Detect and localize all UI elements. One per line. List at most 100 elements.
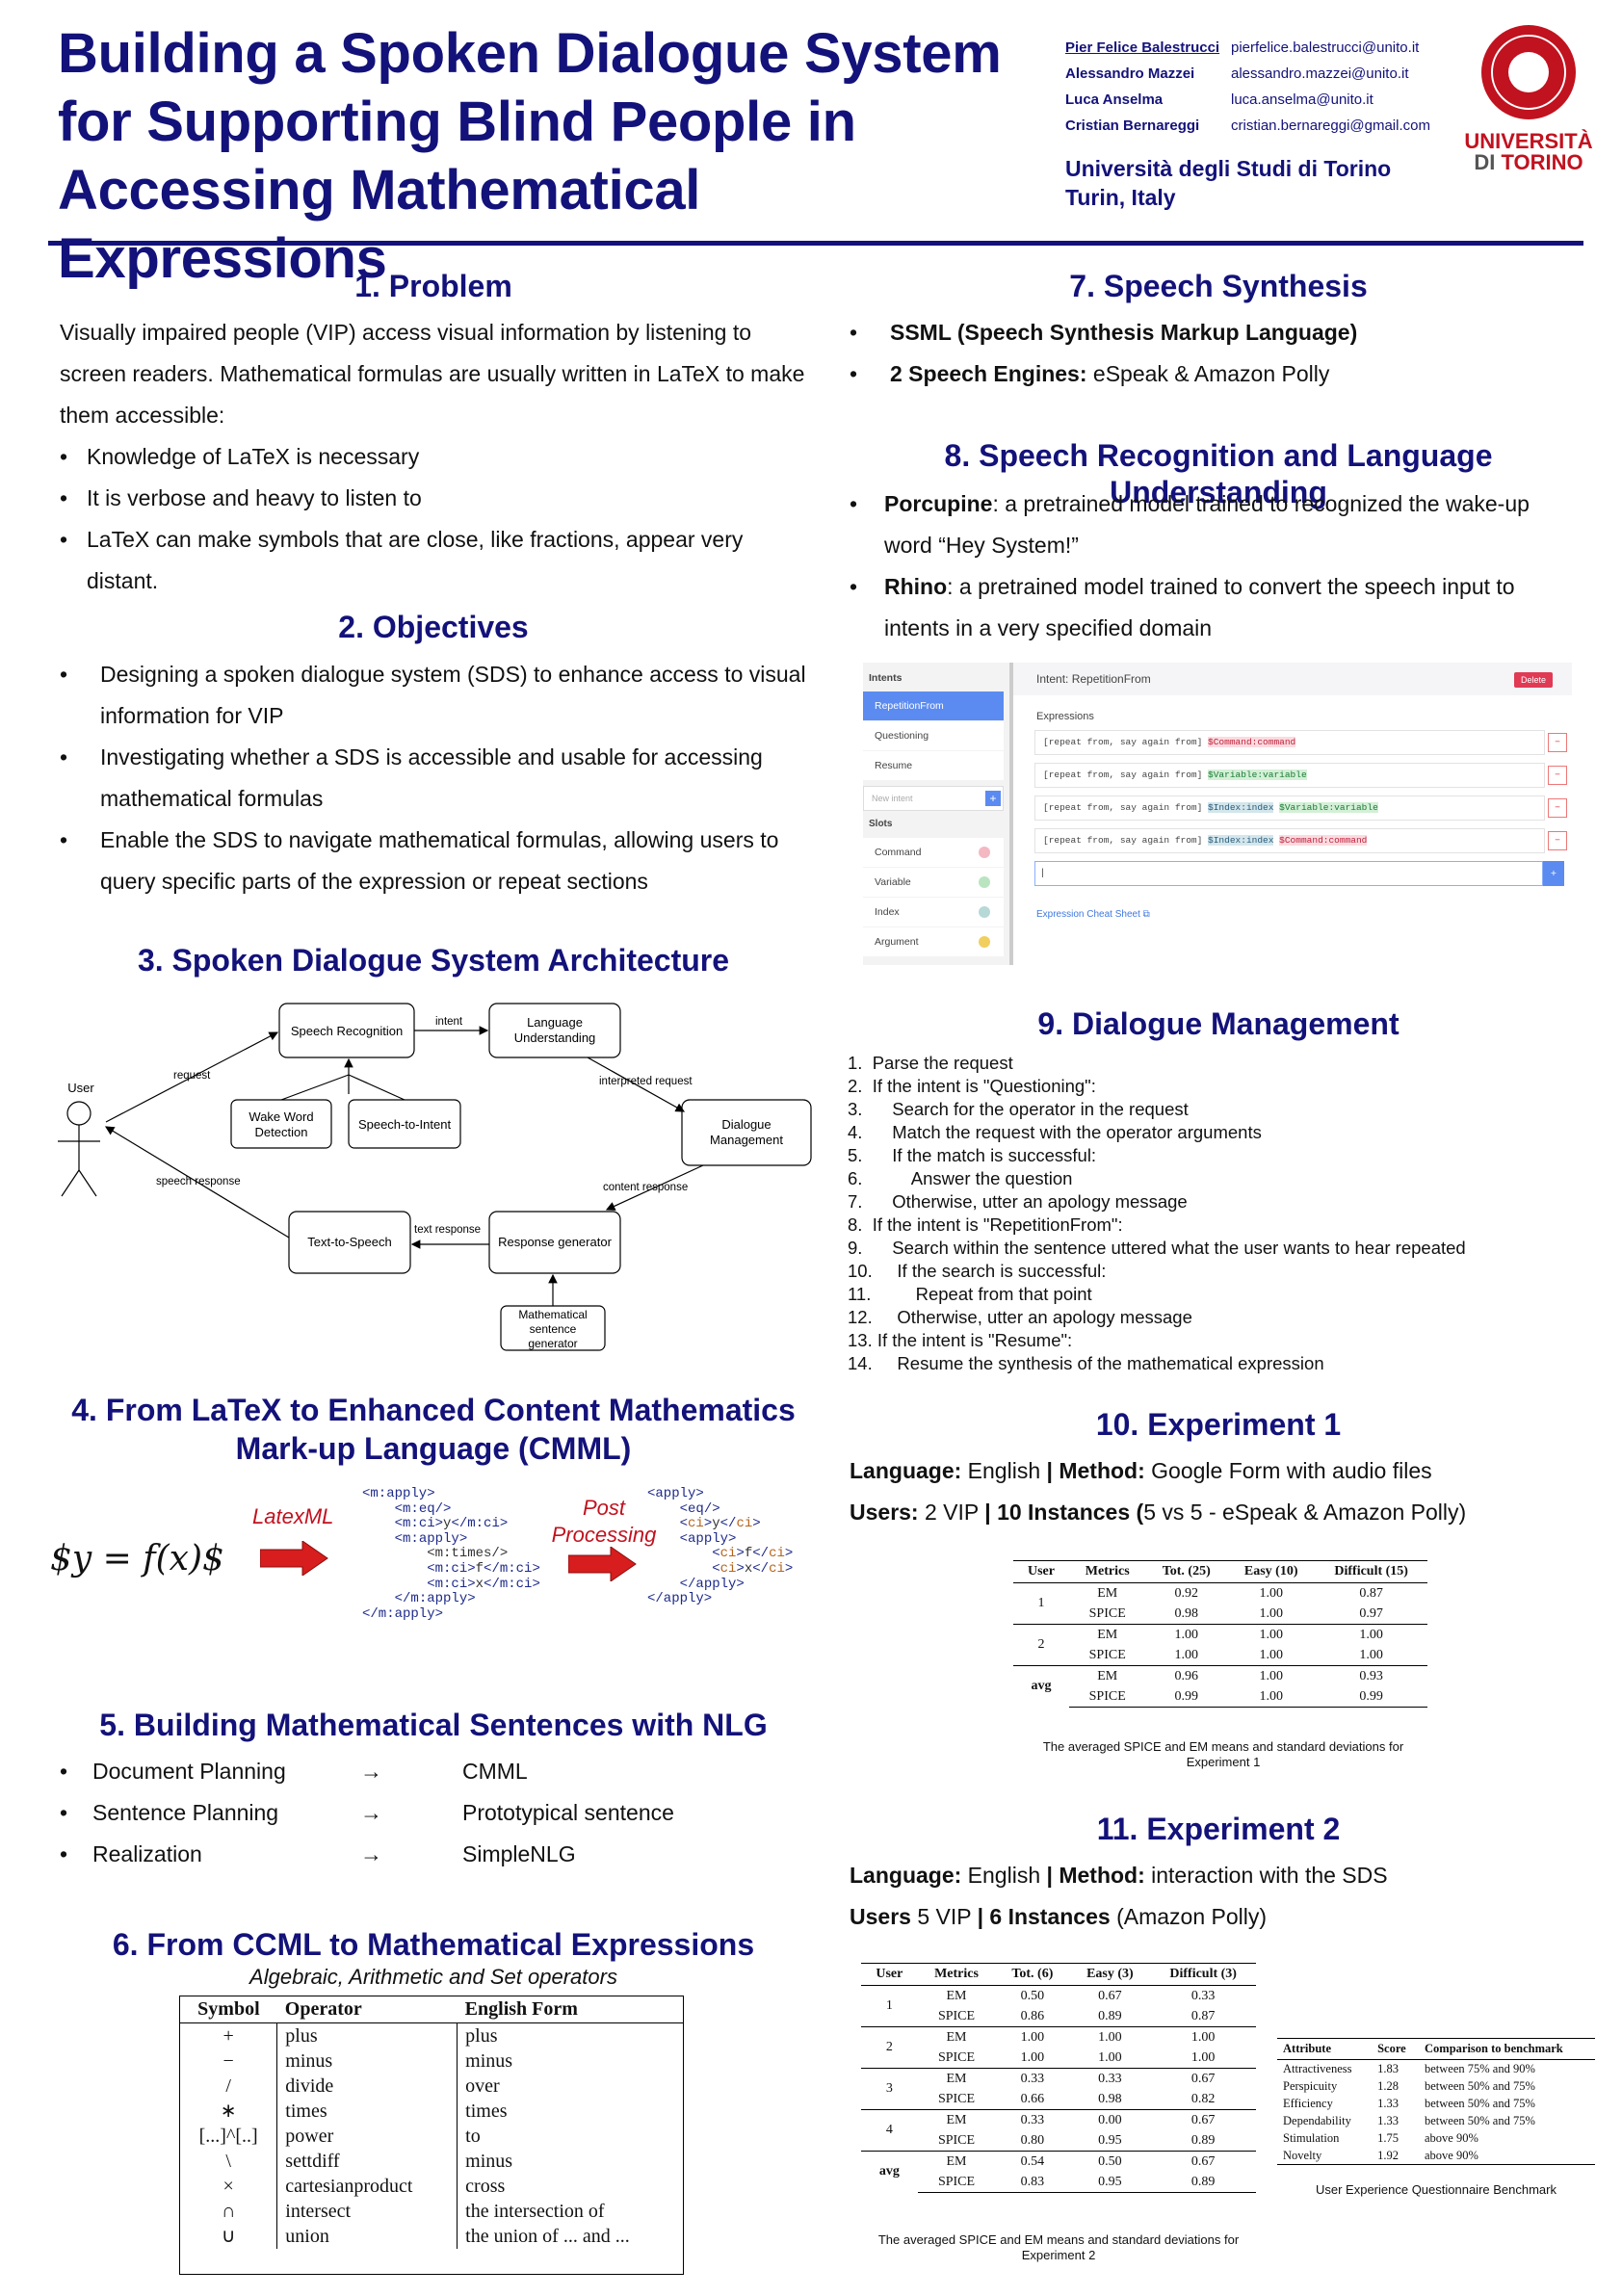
- table-cell: 1.00: [1174, 1648, 1199, 1662]
- intent-item[interactable]: RepetitionFrom: [863, 691, 1004, 720]
- table-cell: ∩: [221, 2201, 236, 2222]
- table-cell: 0.33: [1069, 2068, 1151, 2089]
- pipeline-row: • Realization → SimpleNLG: [60, 1834, 811, 1875]
- table-caption: The averaged SPICE and EM means and stan…: [877, 2232, 1240, 2262]
- list-item: LaTeX can make symbols that are close, l…: [60, 519, 811, 602]
- new-expression-input[interactable]: |: [1034, 861, 1543, 886]
- cheat-sheet-link[interactable]: Expression Cheat Sheet ⧉: [1036, 909, 1150, 920]
- node-label: Response generator: [498, 1235, 612, 1249]
- user-cell: 2: [1013, 1624, 1069, 1666]
- table-cell: times: [276, 2099, 458, 2124]
- table-cell: 1.00: [1259, 1606, 1283, 1621]
- slots-label: Slots: [869, 819, 893, 829]
- intent-title: Intent: RepetitionFrom: [1036, 672, 1151, 686]
- expression-row[interactable]: [repeat from, say again from] $Index:ind…: [1034, 828, 1567, 853]
- table-cell: 1.00: [1259, 1648, 1283, 1662]
- remove-expression-button[interactable]: −: [1548, 733, 1567, 752]
- add-intent-button[interactable]: +: [985, 791, 1001, 806]
- pipeline-output: CMML: [462, 1759, 528, 1784]
- list-item: SSML (Speech Synthesis Markup Language): [850, 312, 1582, 353]
- expression-row[interactable]: [repeat from, say again from] $Index:ind…: [1034, 796, 1567, 821]
- slot-item[interactable]: Variable: [863, 868, 1004, 897]
- intent-item[interactable]: Resume: [863, 751, 1004, 780]
- table-cell: 0.67: [1098, 1989, 1122, 2003]
- list-item: Investigating whether a SDS is accessibl…: [60, 737, 821, 820]
- text-segment: English: [961, 1458, 1047, 1483]
- remove-expression-button[interactable]: −: [1548, 766, 1567, 785]
- text-segment: English: [961, 1863, 1047, 1888]
- author-email[interactable]: cristian.bernareggi@gmail.com: [1231, 117, 1430, 134]
- add-expression-button[interactable]: +: [1543, 861, 1564, 886]
- expression-token: $Index:index: [1208, 835, 1274, 846]
- algorithm-step: 6. Answer the question: [848, 1168, 1073, 1188]
- list-item: It is verbose and heavy to listen to: [60, 478, 811, 519]
- user-cell: 1: [1037, 1596, 1045, 1610]
- column-header: Metrics: [917, 1963, 996, 1986]
- remove-expression-button[interactable]: −: [1548, 798, 1567, 818]
- delete-button[interactable]: Delete: [1514, 672, 1554, 688]
- text-segment: Google Form with audio files: [1144, 1458, 1432, 1483]
- text-segment: |: [984, 1500, 991, 1525]
- post-processing-label: Post Processing: [551, 1495, 657, 1549]
- author-email[interactable]: alessandro.mazzei@unito.it: [1231, 65, 1409, 82]
- intent-item[interactable]: Questioning: [863, 721, 1004, 750]
- expression-row[interactable]: [repeat from, say again from] $Command:c…: [1034, 730, 1567, 755]
- section-title: 5. Building Mathematical Sentences with …: [99, 1708, 768, 1742]
- author-email[interactable]: luca.anselma@unito.it: [1231, 91, 1373, 108]
- slot-item[interactable]: Command: [863, 838, 1004, 867]
- table-cell: SPICE: [937, 2050, 976, 2065]
- text-segment: Users: [850, 1904, 911, 1929]
- right-arrow-icon: →: [360, 1759, 382, 1784]
- table-cell: EM: [946, 1989, 967, 2003]
- node-label: Speech-to-Intent: [358, 1117, 452, 1132]
- table-cell: 0.83: [995, 2172, 1070, 2193]
- algorithm-step: 5. If the match is successful:: [848, 1145, 1097, 1165]
- slot-item[interactable]: Argument: [863, 927, 1004, 956]
- table-cell: 0.66: [1020, 2092, 1045, 2106]
- table-cell: between 75% and 90%: [1425, 2062, 1535, 2075]
- new-intent-field[interactable]: New intent +: [863, 786, 1004, 811]
- table-cell: SPICE: [1088, 1648, 1126, 1662]
- text-segment: |: [1046, 1458, 1053, 1483]
- remove-expression-button[interactable]: −: [1548, 831, 1567, 850]
- slot-label: Command: [875, 847, 922, 858]
- column-header: Metrics: [1068, 1560, 1146, 1583]
- institution-name: Università degli Studi di Torino: [1065, 156, 1392, 181]
- node-label: Wake Word: [249, 1109, 313, 1124]
- section-title: 2. Objectives: [338, 610, 529, 644]
- column-header: Operator: [276, 1996, 458, 2023]
- table-cell: 0.89: [1098, 2009, 1122, 2023]
- text-segment: |: [977, 1904, 983, 1929]
- architecture-diagram: Speech Recognition Language Understandin…: [58, 1003, 812, 1351]
- author-email[interactable]: pierfelice.balestrucci@unito.it: [1231, 39, 1420, 56]
- table-cell: 1.00: [1098, 2050, 1122, 2065]
- slot-item[interactable]: Index: [863, 898, 1004, 926]
- table-cell: 1.00: [1227, 1665, 1316, 1686]
- table-cell: 0.00: [1069, 2109, 1151, 2130]
- algorithm-step: 14. Resume the synthesis of the mathemat…: [848, 1353, 1324, 1373]
- table-cell: above 90%: [1419, 2147, 1595, 2165]
- table-cell: 1.00: [1190, 2050, 1216, 2065]
- user-cell: 3: [861, 2068, 918, 2110]
- text-segment: 10 Instances (: [997, 1500, 1144, 1525]
- author-name: Pier Felice Balestrucci: [1065, 39, 1220, 56]
- node-label: Dialogue: [721, 1117, 771, 1132]
- table-cell: SPICE: [917, 2172, 996, 2193]
- bold-text: Rhino: [884, 574, 948, 599]
- expression-row[interactable]: [repeat from, say again from] $Variable:…: [1034, 763, 1567, 788]
- table-cell: minus: [457, 2048, 683, 2074]
- pipeline-output: SimpleNLG: [462, 1841, 576, 1866]
- experiment-1-users: Users: 2 VIP | 10 Instances (5 vs 5 - eS…: [850, 1492, 1582, 1533]
- table-cell: ∪: [221, 2226, 236, 2247]
- table-cell: 1.00: [1227, 1686, 1316, 1708]
- table-cell: SPICE: [937, 2092, 976, 2106]
